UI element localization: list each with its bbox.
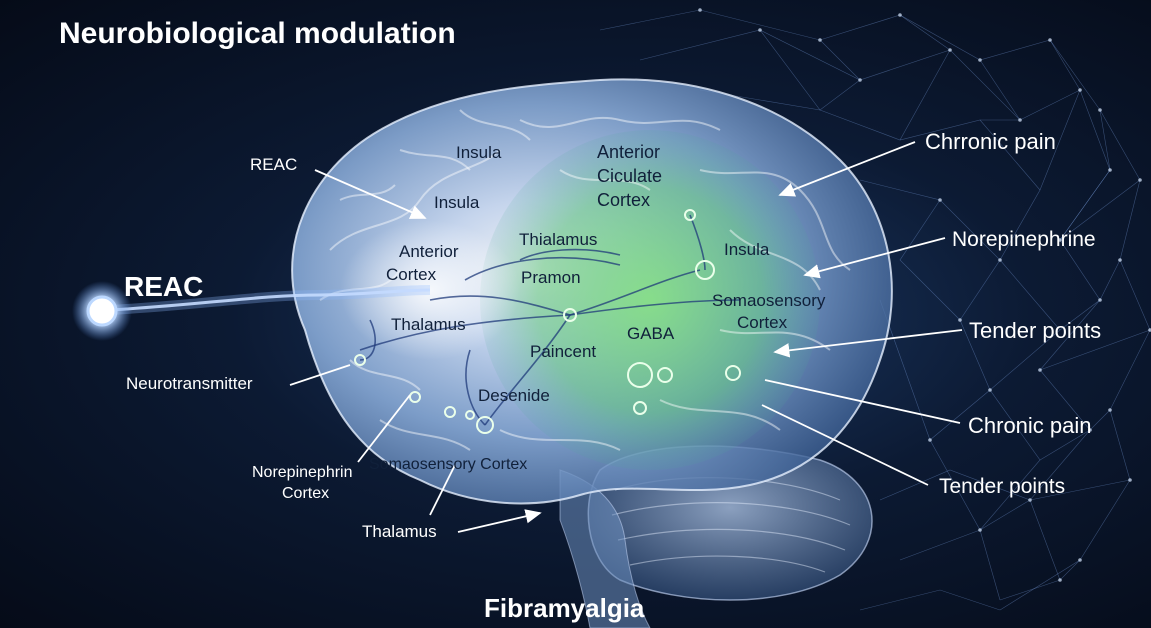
label-somaosensory-2: Cortex <box>737 313 788 332</box>
callout-tender-points-2: Tender points <box>939 475 1065 498</box>
label-insula-top: Insula <box>456 143 502 162</box>
right-pointers <box>761 141 963 486</box>
label-thalamus-bottom: Thalamus <box>362 522 437 541</box>
signal-beam-glow <box>109 285 431 315</box>
label-neurotransmitter: Neurotransmitter <box>126 374 253 393</box>
label-anterior-cortex-2: Cortex <box>386 265 437 284</box>
label-insula-right: Insula <box>724 240 770 259</box>
callout-tender-points-1: Tender points <box>969 318 1101 343</box>
limbic-glow <box>480 130 820 470</box>
label-somaosensory-1: Somaosensory <box>712 291 826 310</box>
network-nodes <box>698 8 1151 582</box>
signal-beam <box>109 288 431 312</box>
brainstem <box>559 469 651 628</box>
neural-pathways <box>359 214 741 426</box>
label-norepinephrin-2: Cortex <box>282 485 329 502</box>
source-label-reac: REAC <box>124 271 203 302</box>
label-desenide: Desenide <box>478 386 550 405</box>
label-pramon: Pramon <box>521 268 581 287</box>
label-norepinephrin-1: Norepinephrin <box>252 464 353 481</box>
right-callouts: Chrronic pain Norepinephrine Tender poin… <box>925 129 1101 498</box>
label-somaosensory-bottom: Somaosensory Cortex <box>369 456 527 473</box>
label-gaba: GABA <box>627 324 675 343</box>
left-pointers <box>289 169 542 533</box>
page-title: Neurobiological modulation <box>59 17 456 50</box>
label-acc-1: Anterior <box>597 142 660 162</box>
label-insula-mid: Insula <box>434 193 480 212</box>
label-acc-2: Ciculate <box>597 166 662 186</box>
label-anterior-cortex-1: Anterior <box>399 242 459 261</box>
label-acc-3: Cortex <box>597 190 650 210</box>
callout-chrronic-pain: Chrronic pain <box>925 129 1056 154</box>
brain-labels: REAC Insula Insula Anterior Cortex Thial… <box>126 142 826 541</box>
footer-title: Fibramyalgia <box>484 593 645 623</box>
label-thalamus-mid: Thalamus <box>391 315 466 334</box>
callout-chronic-pain: Chronic pain <box>968 413 1092 438</box>
neuron-nodes <box>354 209 741 434</box>
reac-orb <box>86 295 118 327</box>
label-paincent: Paincent <box>530 342 596 361</box>
callout-norepinephrine: Norepinephrine <box>952 228 1096 251</box>
label-reac-small: REAC <box>250 155 297 174</box>
label-thialamus: Thialamus <box>519 230 597 249</box>
